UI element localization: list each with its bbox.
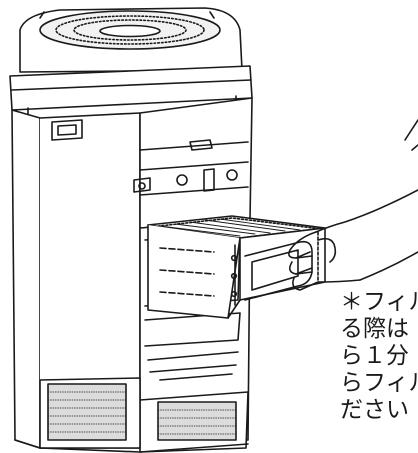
knob-icon	[176, 174, 188, 186]
note-line: ら１分	[340, 343, 409, 369]
note-line: らフィル	[340, 370, 418, 396]
note-line: る際は	[340, 316, 409, 342]
note-line: ＊フィル	[340, 289, 418, 315]
filter-replacement-note: ＊フィル る際は ら１分 らフィル ださい	[340, 289, 418, 453]
fan-housing	[19, 7, 243, 73]
base-grill	[14, 377, 249, 453]
note-line: ださい	[340, 397, 409, 423]
front-control-panel	[133, 97, 253, 229]
knob-icon	[226, 169, 238, 181]
hand-illustration	[288, 119, 418, 291]
filter-cartridge	[147, 215, 326, 319]
